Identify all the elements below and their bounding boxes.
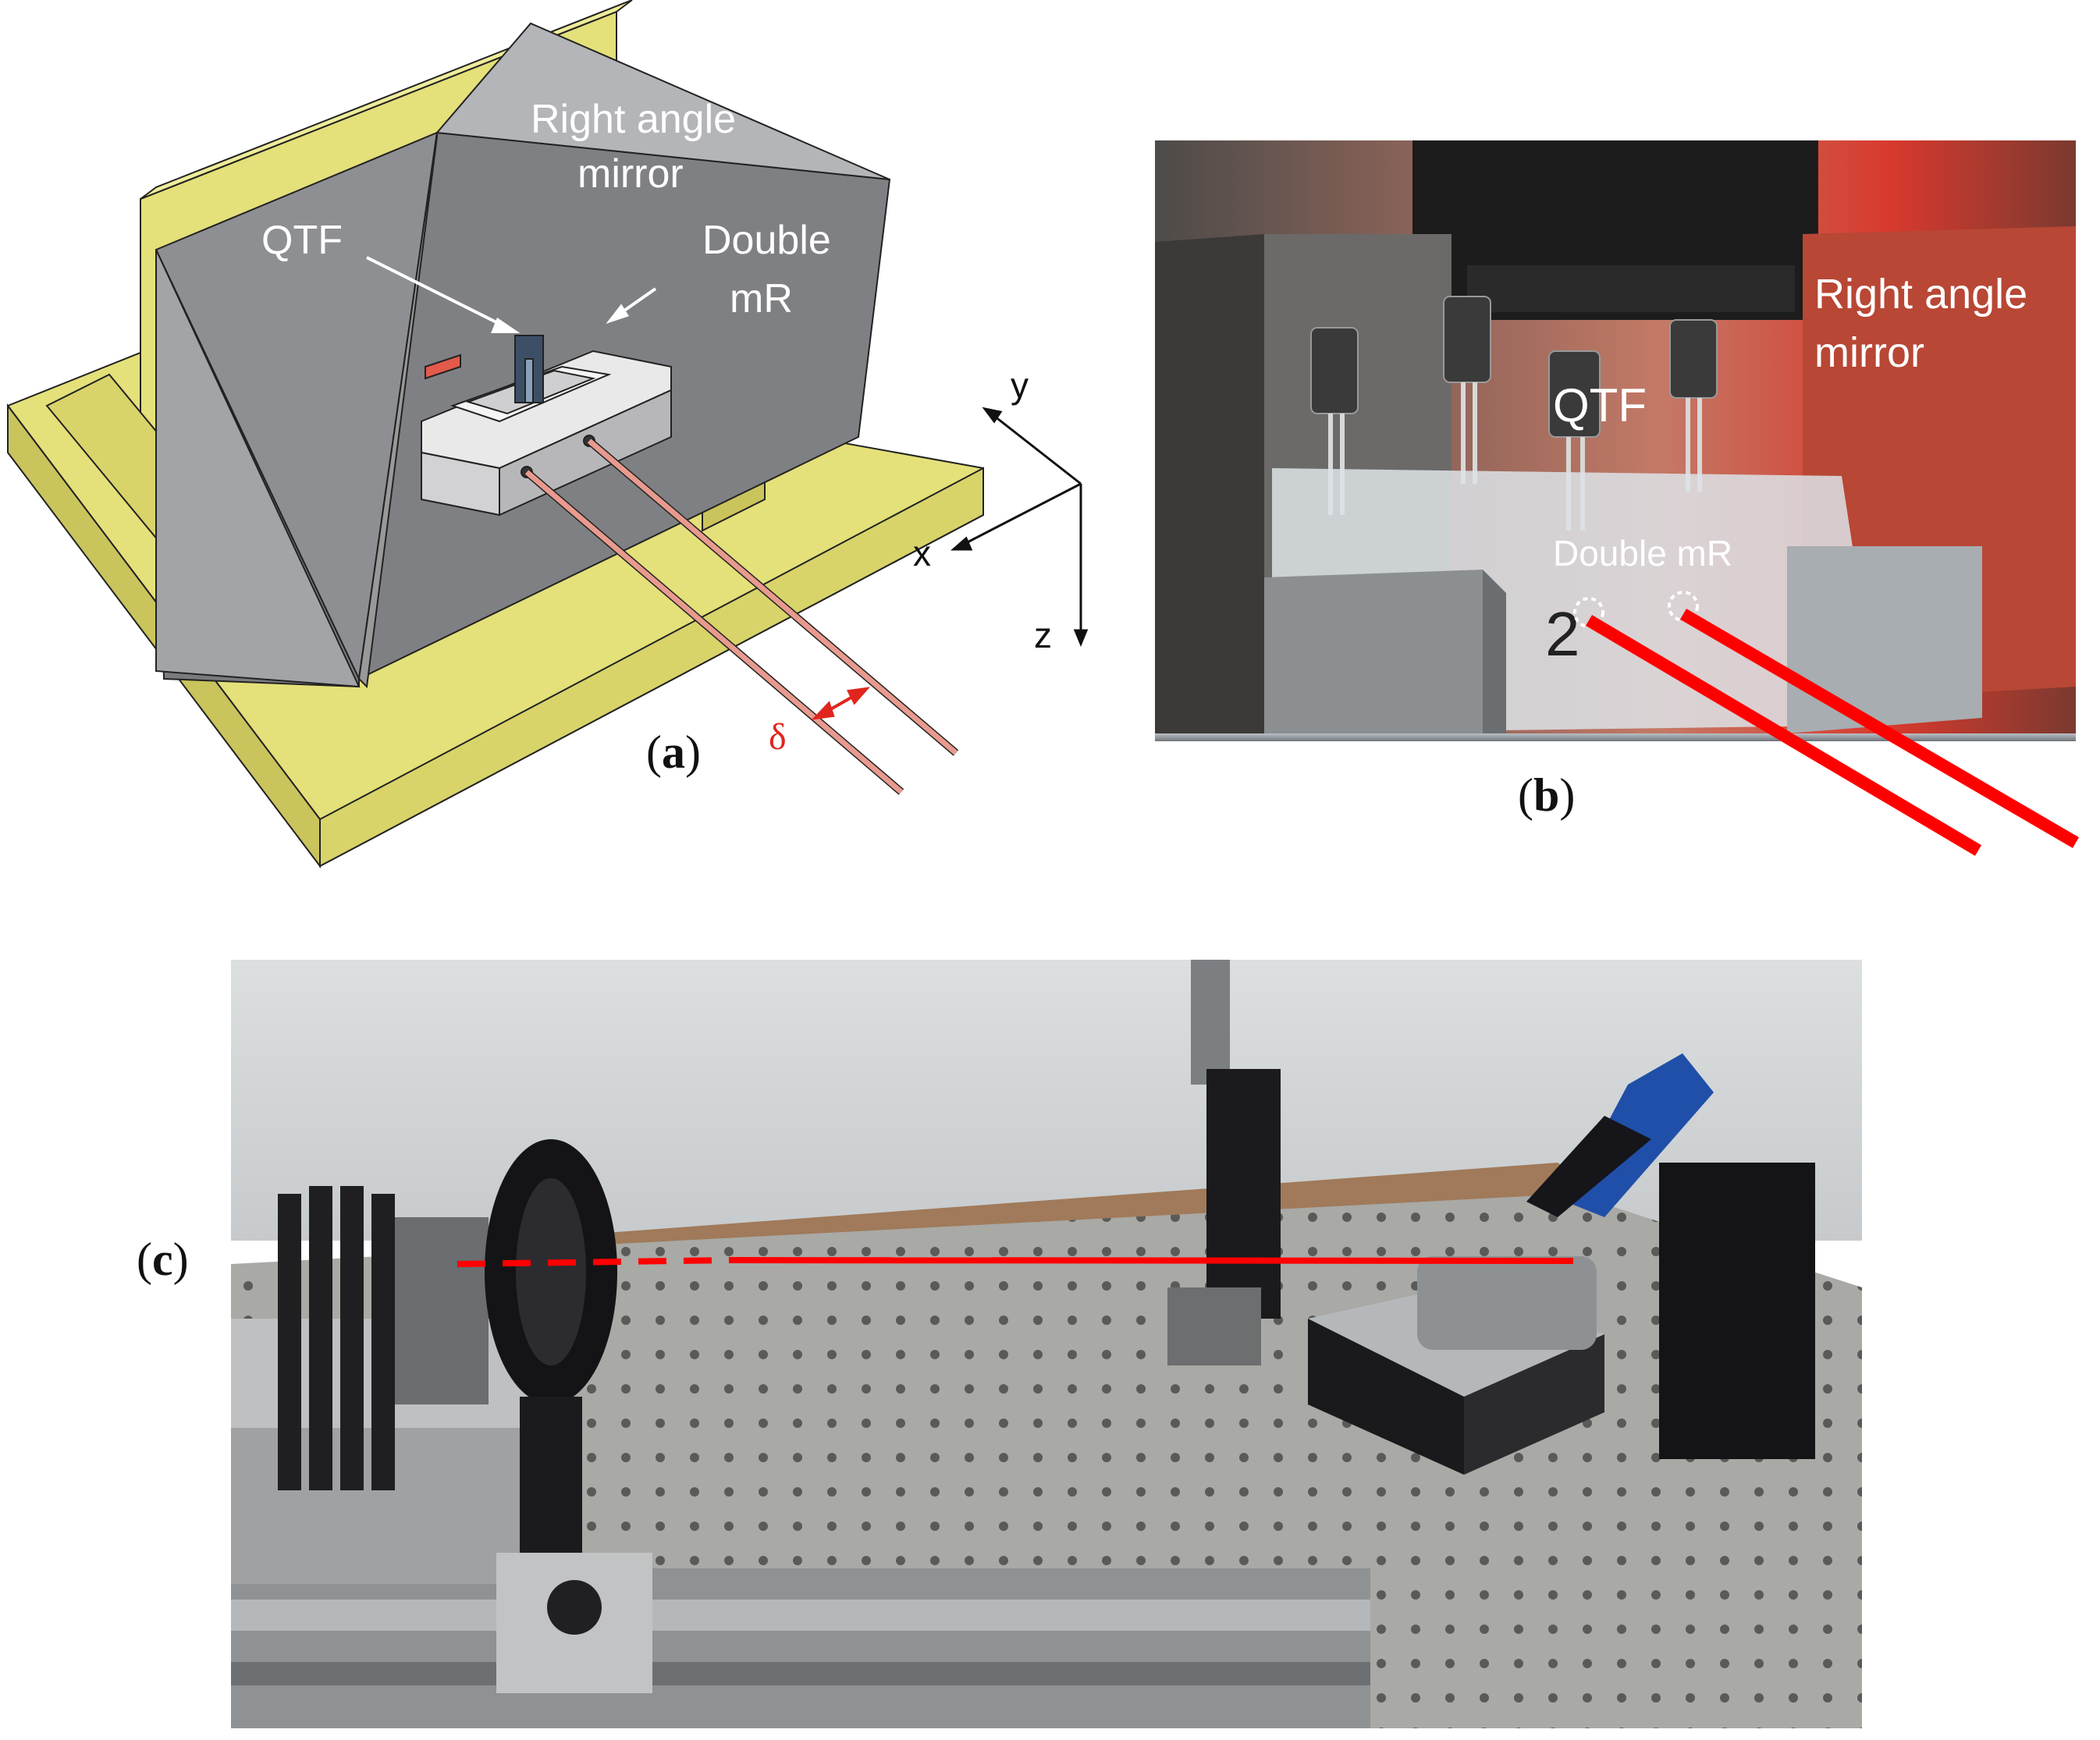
label-right-angle-mirror-1: Right angle — [531, 97, 736, 142]
panel-b: 2 QTF Right angle mirror Double mR (b) — [1155, 140, 2100, 874]
delta-label: δ — [769, 716, 787, 758]
photo-b-label-mirror-2: mirror — [1814, 329, 1924, 376]
panel-a-label: (a) — [646, 726, 701, 778]
delta-marker — [811, 687, 871, 720]
photo-b-beam-2 — [1679, 609, 2080, 848]
panel-c-label: (c) — [137, 1234, 189, 1285]
photo-c-beam-solid — [730, 1257, 1574, 1264]
photo-c-right-instrument — [1659, 1163, 1815, 1459]
photo-b-tuning-forks — [1310, 296, 1718, 438]
panel-a: δ Right angle mirror QTF Double mR y x z… — [0, 0, 1108, 882]
label-right-angle-mirror-2: mirror — [577, 151, 684, 197]
photo-c-heatsink — [278, 1186, 395, 1490]
axis-z-label: z — [1034, 615, 1052, 655]
panel-b-label: (b) — [1518, 769, 1576, 821]
label-double-1: Double — [702, 218, 831, 263]
photo-b-label-double-mr: Double mR — [1553, 533, 1732, 573]
panel-c-photo — [231, 960, 1862, 1728]
beams-a — [524, 438, 959, 795]
photo-b-metal-block-left — [1264, 570, 1483, 741]
photo-c-rail — [231, 1568, 1370, 1728]
label-arrows-a — [366, 256, 657, 333]
photo-b-label-qtf: QTF — [1553, 379, 1647, 431]
label-qtf: QTF — [261, 218, 343, 263]
panel-b-photo: 2 QTF Right angle mirror Double mR — [1155, 140, 2080, 856]
photo-b-label-mirror-1: Right angle — [1814, 271, 2027, 318]
axis-y-label: y — [1011, 365, 1029, 406]
photo-b-beam-1 — [1585, 615, 1982, 856]
panel-a-schematic: δ Right angle mirror QTF Double mR y x z — [6, 0, 1089, 868]
panel-c — [231, 960, 1862, 1728]
photo-c-vertical-post — [1191, 960, 1230, 1085]
label-double-2: mR — [730, 276, 793, 321]
axes-triad — [951, 407, 1089, 647]
photo-b-hole-2 — [1668, 591, 1699, 622]
photo-c-rotation-stage — [1417, 1256, 1597, 1350]
photo-c-beam-dashed — [457, 1257, 731, 1267]
photo-b-hole-1 — [1573, 597, 1604, 628]
axis-x-label: x — [913, 533, 931, 573]
photo-b-metal-block-right — [1787, 546, 1982, 733]
